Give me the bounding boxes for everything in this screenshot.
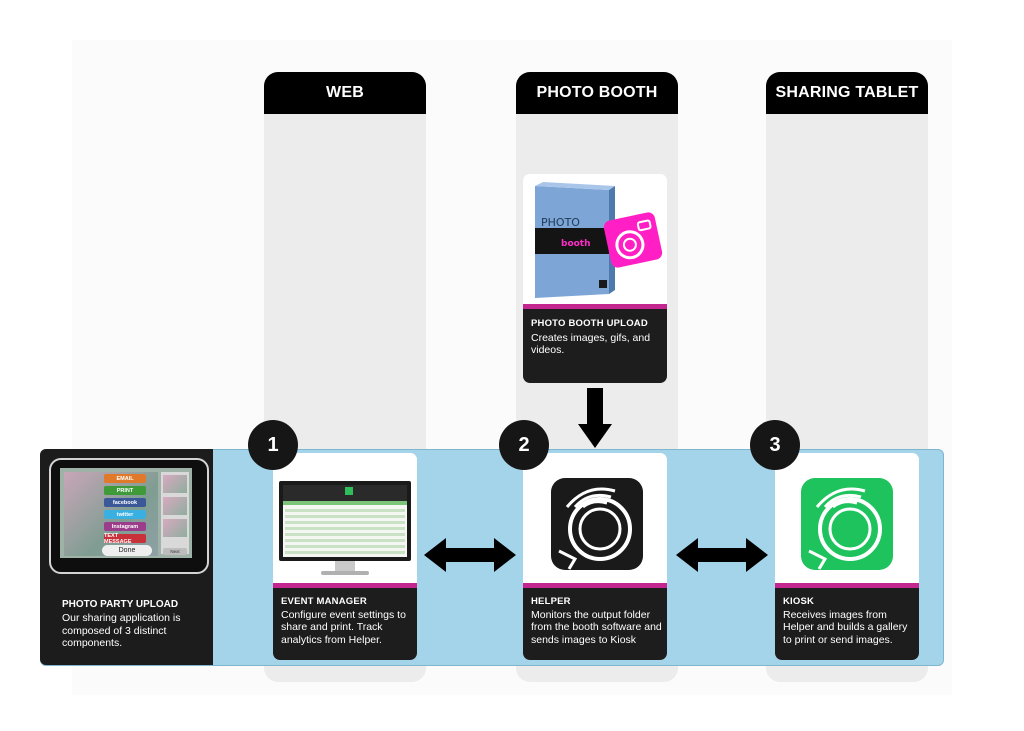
- tablet-email-button: EMAIL: [104, 474, 146, 483]
- step-number-2: 2: [499, 420, 549, 470]
- helper-card: HELPER Monitors the output folder from t…: [523, 453, 667, 660]
- card-accent-bar: [523, 583, 667, 588]
- box-title-text: PHOTO: [541, 216, 580, 229]
- intro-title: PHOTO PARTY UPLOAD: [62, 599, 179, 610]
- kiosk-card: KIOSK Receives images from Helper and bu…: [775, 453, 919, 660]
- tablet-thumbnail: [163, 497, 187, 515]
- event-manager-title: EVENT MANAGER: [281, 596, 367, 607]
- tablet-thumbnail: [163, 519, 187, 537]
- kiosk-app-icon: [775, 453, 919, 583]
- tablet-twitter-button: twitter: [104, 510, 146, 519]
- intro-description: Our sharing application is composed of 3…: [62, 612, 181, 649]
- helper-description: Monitors the output folder from the boot…: [531, 609, 662, 646]
- card-accent-bar: [523, 304, 667, 309]
- kiosk-title: KIOSK: [783, 596, 815, 607]
- card-accent-bar: [273, 583, 417, 588]
- card-info-panel: EVENT MANAGER Configure event settings t…: [273, 588, 417, 660]
- helper-app-icon: [523, 453, 667, 583]
- booth-upload-description: Creates images, gifs, and videos.: [531, 332, 651, 357]
- tablet-print-button: PRINT: [104, 486, 146, 495]
- tablet-instagram-button: Instagram: [104, 522, 146, 531]
- card-info-panel: HELPER Monitors the output folder from t…: [523, 588, 667, 660]
- booth-upload-title: PHOTO BOOTH UPLOAD: [531, 318, 648, 329]
- monitor-image: [273, 453, 417, 583]
- step-number-3: 3: [750, 420, 800, 470]
- event-manager-description: Configure event settings to share and pr…: [281, 609, 406, 646]
- photo-booth-software-image: PHOTO booth: [523, 174, 667, 304]
- tablet-thumbnail: [163, 475, 187, 493]
- tablet-facebook-button: facebook: [104, 498, 146, 507]
- column-header-web: WEB: [264, 72, 426, 114]
- double-arrow-icon: [676, 538, 768, 572]
- column-header-sharing-tablet: SHARING TABLET: [766, 72, 928, 114]
- tablet-done-button: Done: [102, 545, 152, 556]
- photo-booth-upload-card: PHOTO booth PHOTO BOOTH UPLOAD Creates i…: [523, 174, 667, 383]
- svg-text:booth: booth: [561, 239, 591, 249]
- card-info-panel: KIOSK Receives images from Helper and bu…: [775, 588, 919, 660]
- card-info-panel: PHOTO BOOTH UPLOAD Creates images, gifs,…: [523, 309, 667, 383]
- arrow-down-icon: [578, 388, 612, 448]
- event-manager-card: EVENT MANAGER Configure event settings t…: [273, 453, 417, 660]
- step-number-1: 1: [248, 420, 298, 470]
- helper-title: HELPER: [531, 596, 571, 607]
- double-arrow-icon: [424, 538, 516, 572]
- kiosk-description: Receives images from Helper and builds a…: [783, 609, 908, 646]
- card-accent-bar: [775, 583, 919, 588]
- column-header-photo-booth: PHOTO BOOTH: [516, 72, 678, 114]
- tablet-next-button: Next: [163, 548, 187, 555]
- tablet-text-message-button: TEXT MESSAGE: [104, 533, 146, 545]
